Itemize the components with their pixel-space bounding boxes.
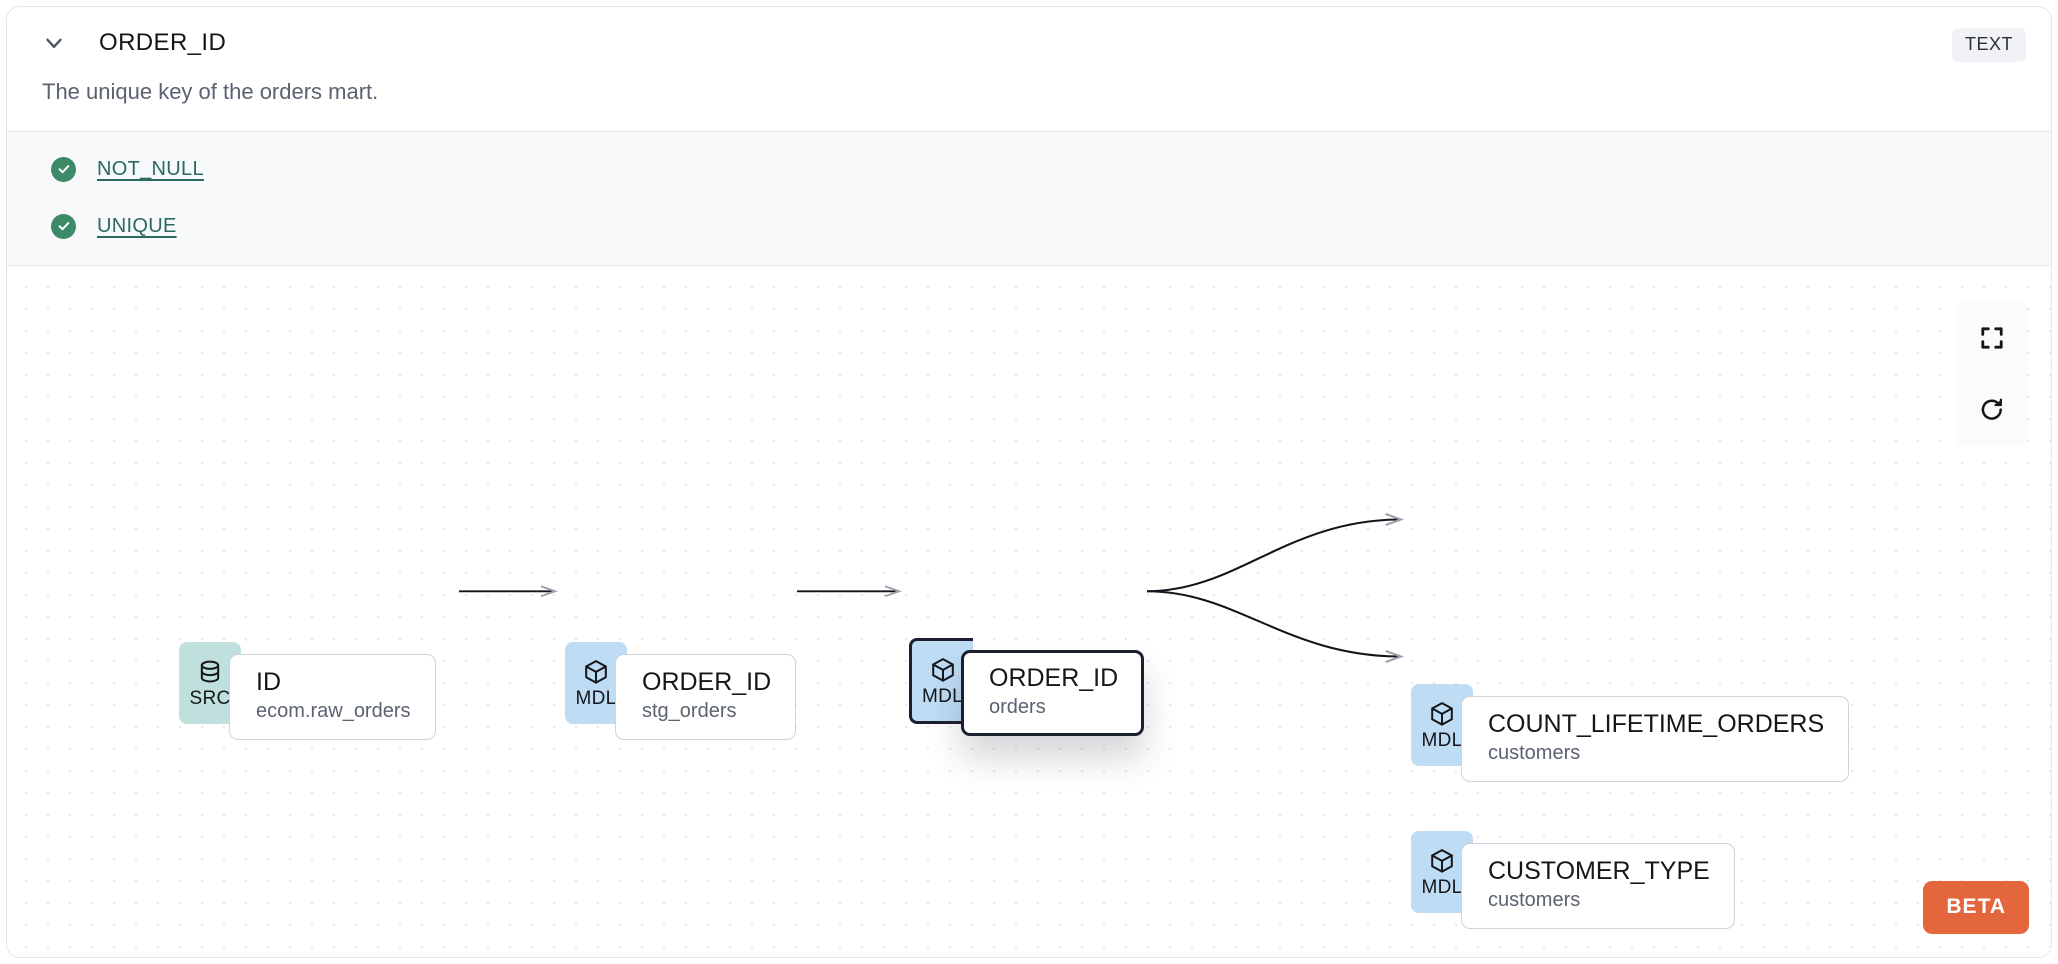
beta-badge[interactable]: BETA [1923, 881, 2029, 934]
node-source-name: customers [1488, 889, 1581, 912]
node-body: COUNT_LIFETIME_ORDERS customers [1461, 696, 1850, 783]
test-link-not-null[interactable]: NOT_NULL [97, 157, 204, 180]
lineage-node-customer-type[interactable]: MDL CUSTOMER_TYPE customers [1411, 831, 1735, 930]
node-body: CUSTOMER_TYPE customers [1461, 843, 1735, 930]
node-kind-label: SRC [189, 688, 231, 710]
card-header: ORDER_ID TEXT [7, 7, 2051, 79]
lineage-node-stg-orders[interactable]: MDL ORDER_ID stg_orders [565, 642, 797, 741]
fullscreen-icon[interactable] [1957, 302, 2027, 374]
check-circle-icon [51, 156, 76, 182]
check-circle-icon [51, 213, 76, 239]
lineage-node-src-id[interactable]: SRC ID ecom.raw_orders [179, 642, 436, 741]
node-column-name: ORDER_ID [989, 664, 1119, 693]
node-kind-label: MDL [1421, 730, 1463, 752]
node-source-name: ecom.raw_orders [256, 700, 411, 723]
page-title: ORDER_ID [99, 29, 227, 56]
lineage-node-orders-selected[interactable]: MDL ORDER_ID orders [909, 638, 1145, 737]
node-body: ORDER_ID orders [961, 650, 1145, 737]
node-source-name: customers [1488, 742, 1581, 765]
chevron-down-icon[interactable] [39, 28, 69, 58]
node-body: ORDER_ID stg_orders [615, 654, 797, 741]
node-kind-label: MDL [575, 688, 617, 710]
data-type-badge: TEXT [1951, 28, 2026, 62]
column-description: The unique key of the orders mart. [42, 79, 379, 104]
node-column-name: CUSTOMER_TYPE [1488, 857, 1710, 886]
lineage-graph-canvas[interactable]: SRC ID ecom.raw_orders MDL ORDER_ID stg_… [7, 266, 2051, 957]
tests-section: NOT_NULL UNIQUE [7, 131, 2051, 267]
node-column-name: COUNT_LIFETIME_ORDERS [1488, 710, 1825, 739]
test-row: UNIQUE [51, 209, 2051, 243]
node-kind-label: MDL [1421, 877, 1463, 899]
lineage-edges [459, 266, 2051, 957]
node-body: ID ecom.raw_orders [229, 654, 436, 741]
edge-orders-to-customer-type [1146, 590, 1401, 657]
lineage-node-count-lifetime-orders[interactable]: MDL COUNT_LIFETIME_ORDERS customers [1411, 684, 1850, 783]
edge-orders-to-count-lifetime-orders [1146, 520, 1401, 593]
test-row: NOT_NULL [51, 152, 2051, 186]
node-source-name: orders [989, 696, 1046, 719]
node-source-name: stg_orders [642, 700, 737, 723]
node-column-name: ORDER_ID [642, 668, 772, 697]
test-link-unique[interactable]: UNIQUE [97, 214, 177, 237]
canvas-controls [1957, 302, 2027, 447]
refresh-icon[interactable] [1957, 374, 2027, 446]
column-detail-card: ORDER_ID TEXT The unique key of the orde… [6, 6, 2052, 958]
node-column-name: ID [256, 668, 281, 697]
node-kind-label: MDL [921, 686, 963, 708]
